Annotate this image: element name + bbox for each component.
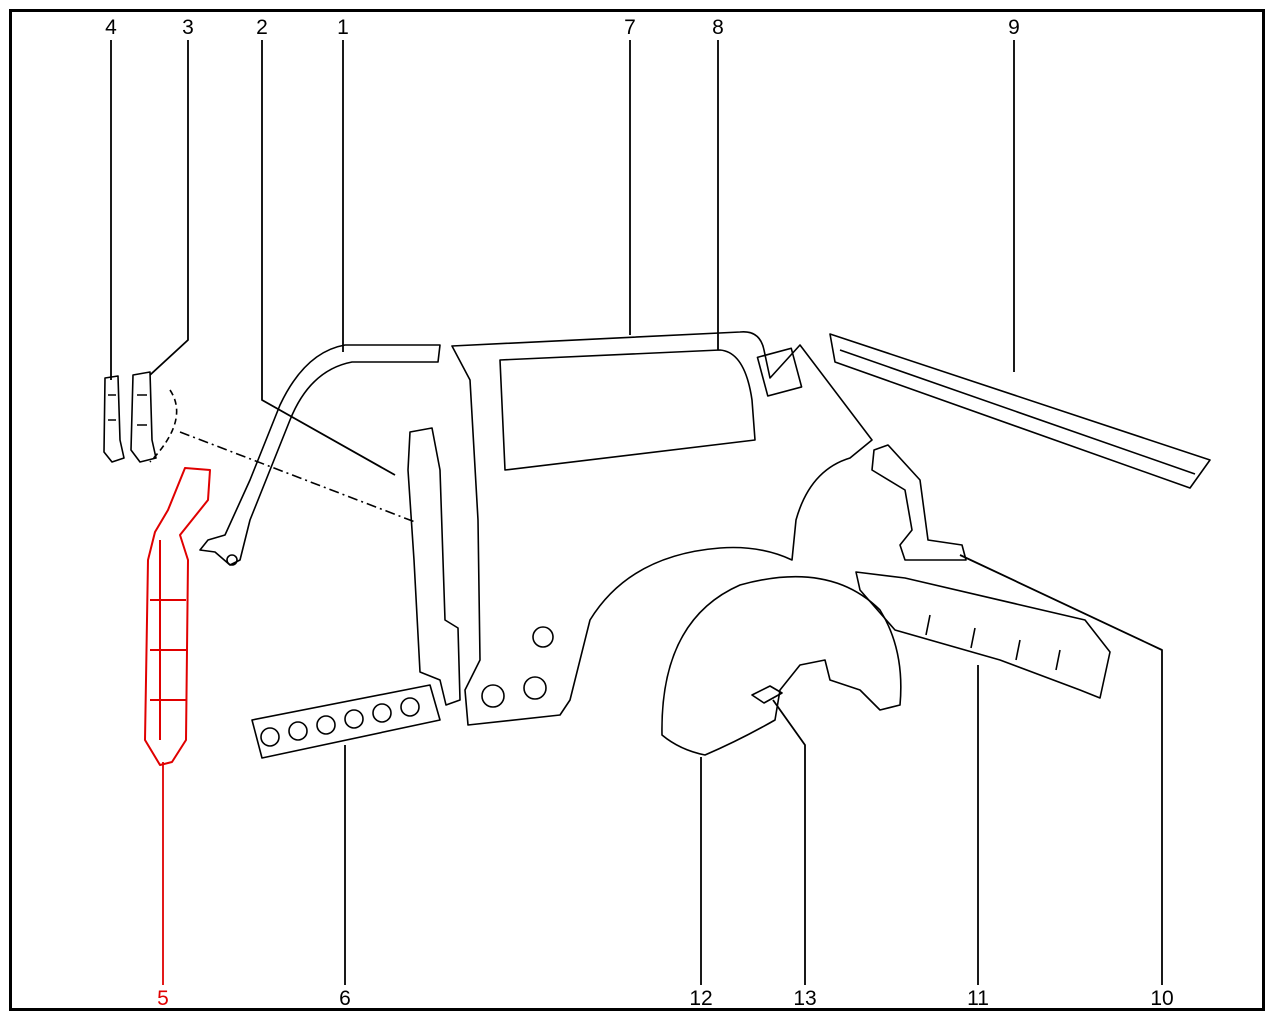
callout-11: 11 [967,987,989,1010]
part-4-bracket [103,375,125,463]
leader-lines [110,40,1163,985]
part-7-side-panel [451,331,873,726]
callout-3: 3 [182,16,194,39]
part-13-clip [751,685,783,704]
part-6-plate [251,684,441,759]
callout-8: 8 [712,16,724,39]
leader-2 [261,40,396,476]
leader-3 [149,40,189,376]
part-5-reinforcement [144,467,211,766]
callout-7: 7 [624,16,636,39]
callout-5: 5 [157,987,169,1010]
callout-2: 2 [256,16,268,39]
callout-4: 4 [105,16,117,39]
callout-1: 1 [337,16,349,39]
part-6-holes [260,697,420,747]
part-1-arch-rail [199,344,441,566]
part-3-bracket [130,371,157,463]
callout-13: 13 [793,987,817,1010]
part-11-sill [855,571,1111,699]
detail-circle-arc [149,389,178,463]
part-1-hole [226,554,238,566]
part-12-wheel-liner [661,575,902,756]
part-7-vent [756,347,803,397]
callout-6: 6 [339,987,351,1010]
callout-9: 9 [1008,16,1020,39]
diagram-frame [9,9,1265,1011]
part-7-hole-c [532,626,554,648]
part-10-bracket [871,444,967,561]
alignment-line [179,431,416,523]
part-9-roof-rail [829,333,1211,489]
callout-12: 12 [689,987,713,1010]
part-7-window [499,349,756,471]
callout-10: 10 [1150,987,1174,1010]
part-2-pillar [407,427,461,706]
leader-10 [959,554,1163,985]
part-7-hole-b [523,676,547,700]
part-11-slots [925,614,1061,671]
part-7-hole-a [481,684,505,708]
leader-13 [772,699,806,985]
